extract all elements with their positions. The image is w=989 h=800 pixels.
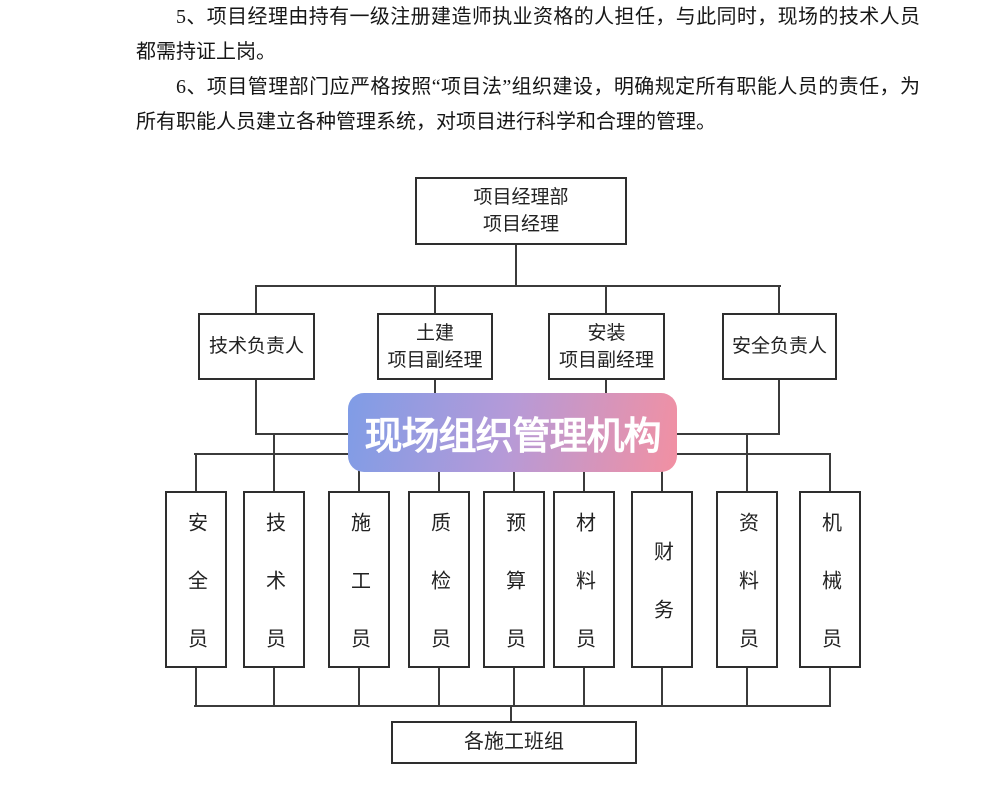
connector-line xyxy=(605,285,607,315)
org-box-document-officer: 资料员 xyxy=(716,491,778,686)
connector-line xyxy=(583,453,585,491)
org-box-machinery-officer: 机械员 xyxy=(799,491,861,686)
connector-line xyxy=(358,666,360,706)
org-box-label: 机械员 xyxy=(818,511,841,686)
org-box-technical-lead: 技术负责人 xyxy=(198,313,315,380)
connector-line xyxy=(829,453,831,491)
org-box-label: 资料员 xyxy=(735,511,758,686)
connector-line xyxy=(583,666,585,706)
org-box-project-manager-dept: 项目经理部 项目经理 xyxy=(415,177,627,245)
org-box-civil-deputy-manager: 土建 项目副经理 xyxy=(377,313,493,380)
org-box-label: 项目副经理 xyxy=(558,349,654,371)
paragraph-5: 5、项目经理由持有一级注册建造师执业资格的人担任，与此同时，现场的技术人员都需持… xyxy=(136,6,920,63)
paragraph-6: 6、项目管理部门应严格按照“项目法”组织建设，明确规定所有职能人员的责任，为所有… xyxy=(136,76,920,133)
org-box-finance: 财务 xyxy=(631,491,693,668)
connector-line xyxy=(515,245,517,287)
connector-line xyxy=(255,285,257,315)
connector-line xyxy=(778,285,780,315)
connector-line xyxy=(255,285,781,287)
org-box-construction-officer: 施工员 xyxy=(328,491,390,686)
connector-line xyxy=(778,380,780,435)
org-box-technician: 技术员 xyxy=(243,491,305,686)
connector-line xyxy=(829,666,831,706)
connector-line xyxy=(195,453,197,491)
watermark-badge: 现场组织管理机构 xyxy=(348,393,677,472)
org-box-label: 技术负责人 xyxy=(208,336,304,357)
org-box-quality-inspector: 质检员 xyxy=(408,491,470,686)
connector-line xyxy=(746,666,748,706)
org-box-label: 预算员 xyxy=(502,511,525,686)
org-box-safety-lead: 安全负责人 xyxy=(722,313,837,380)
org-box-label: 土建 xyxy=(415,322,454,344)
connector-line xyxy=(195,666,197,706)
org-box-label: 各施工班组 xyxy=(464,731,564,753)
org-box-label: 项目副经理 xyxy=(387,349,483,371)
document-text-block: 5、项目经理由持有一级注册建造师执业资格的人担任，与此同时，现场的技术人员都需持… xyxy=(136,0,920,140)
org-box-installation-deputy-manager: 安装 项目副经理 xyxy=(548,313,665,380)
connector-line xyxy=(255,380,257,435)
connector-line xyxy=(273,666,275,706)
org-box-materials-officer: 材料员 xyxy=(553,491,615,686)
connector-line xyxy=(358,453,360,491)
org-box-safety-officer: 安全员 xyxy=(165,491,227,686)
org-box-label: 技术员 xyxy=(262,511,285,686)
org-box-label: 安装 xyxy=(587,322,626,344)
org-box-label: 施工员 xyxy=(347,511,370,686)
org-box-label: 项目经理 xyxy=(482,214,559,235)
connector-line xyxy=(513,666,515,706)
connector-line xyxy=(661,453,663,491)
connector-line xyxy=(513,453,515,491)
org-box-label: 项目经理部 xyxy=(473,187,569,208)
connector-line xyxy=(438,453,440,491)
connector-line xyxy=(746,433,748,491)
org-box-label: 材料员 xyxy=(572,511,595,686)
org-box-label: 财务 xyxy=(650,540,673,657)
org-box-budget-officer: 预算员 xyxy=(483,491,545,686)
org-box-label: 安全负责人 xyxy=(731,336,827,357)
connector-line xyxy=(661,666,663,706)
connector-line xyxy=(273,433,275,491)
org-box-construction-teams: 各施工班组 xyxy=(391,721,637,764)
connector-line xyxy=(194,705,831,707)
connector-line xyxy=(510,705,512,722)
org-box-label: 安全员 xyxy=(184,511,207,686)
connector-line xyxy=(438,666,440,706)
connector-line xyxy=(434,285,436,315)
org-box-label: 质检员 xyxy=(427,511,450,686)
watermark-text: 现场组织管理机构 xyxy=(364,414,661,458)
